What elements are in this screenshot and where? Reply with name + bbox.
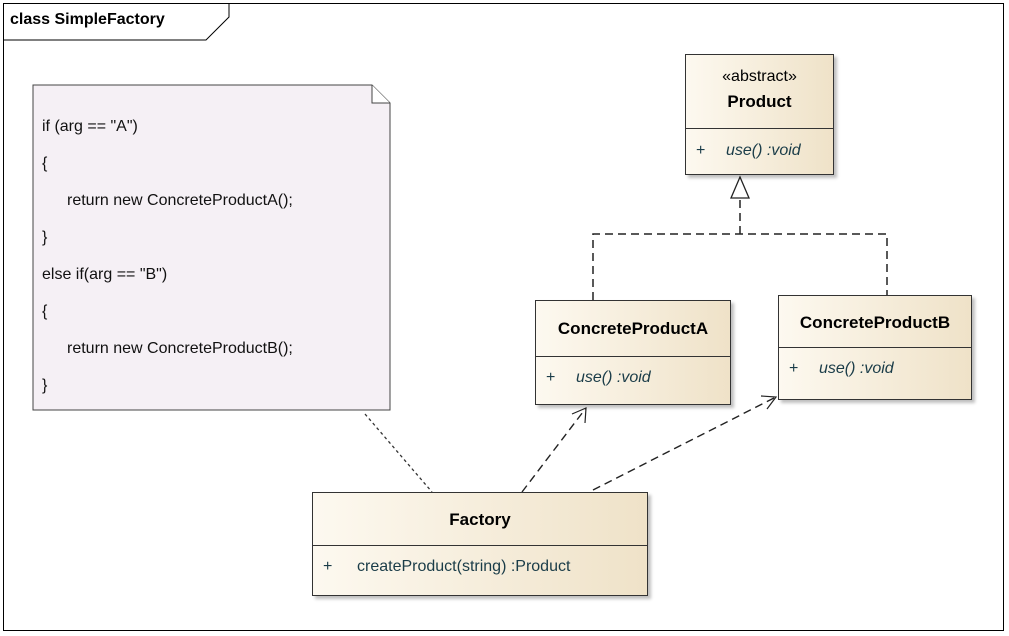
note-line: if (arg == "A") — [42, 118, 138, 135]
class-concrete-product-b[interactable]: ConcreteProductB + use() :void — [778, 295, 972, 400]
class-concrete-b-operation: + use() :void — [779, 348, 971, 378]
realization-arrowhead — [730, 175, 750, 199]
frame-title: class SimpleFactory — [10, 11, 165, 28]
dependency-factory-to-concrete-b — [592, 395, 778, 491]
class-concrete-a-operation: + use() :void — [536, 357, 730, 387]
class-product-operation: + use() :void — [686, 129, 833, 160]
visibility-marker: + — [789, 360, 799, 377]
note-line: } — [42, 377, 48, 394]
note-line: return new ConcreteProductB(); — [67, 340, 293, 357]
class-factory-operation: + createProduct(string) :Product — [313, 546, 647, 576]
class-product-stereotype: «abstract» — [722, 68, 797, 85]
note-line: { — [42, 303, 48, 320]
visibility-marker: + — [696, 142, 706, 159]
visibility-marker: + — [546, 369, 556, 386]
class-concrete-b-name: ConcreteProductB — [799, 313, 951, 332]
note-anchor-line — [364, 413, 433, 493]
class-factory[interactable]: Factory + createProduct(string) :Product — [312, 492, 648, 596]
class-product-header: «abstract» Product — [686, 55, 833, 129]
dependency-factory-to-concrete-a — [521, 407, 587, 493]
frame-tab-outline — [3, 3, 230, 41]
note-line: } — [42, 229, 48, 246]
class-concrete-a-name: ConcreteProductA — [557, 319, 709, 338]
class-product[interactable]: «abstract» Product + use() :void — [685, 54, 834, 175]
class-concrete-a-header: ConcreteProductA — [536, 301, 730, 357]
visibility-marker: + — [323, 558, 333, 575]
operation-signature: use() :void — [576, 369, 651, 386]
note-line: { — [42, 155, 48, 172]
class-concrete-product-a[interactable]: ConcreteProductA + use() :void — [535, 300, 731, 405]
realization-connector — [592, 175, 888, 300]
operation-signature: use() :void — [726, 142, 801, 159]
class-product-name: Product — [727, 92, 792, 111]
operation-signature: createProduct(string) :Product — [357, 558, 571, 575]
diagram-frame — [3, 3, 1004, 631]
class-factory-header: Factory — [313, 493, 647, 546]
note-line: else if(arg == "B") — [42, 266, 168, 283]
note-line: return new ConcreteProductA(); — [67, 192, 293, 209]
class-concrete-b-header: ConcreteProductB — [779, 296, 971, 348]
note-shape — [32, 84, 391, 411]
class-factory-name: Factory — [449, 510, 511, 529]
operation-signature: use() :void — [819, 360, 894, 377]
